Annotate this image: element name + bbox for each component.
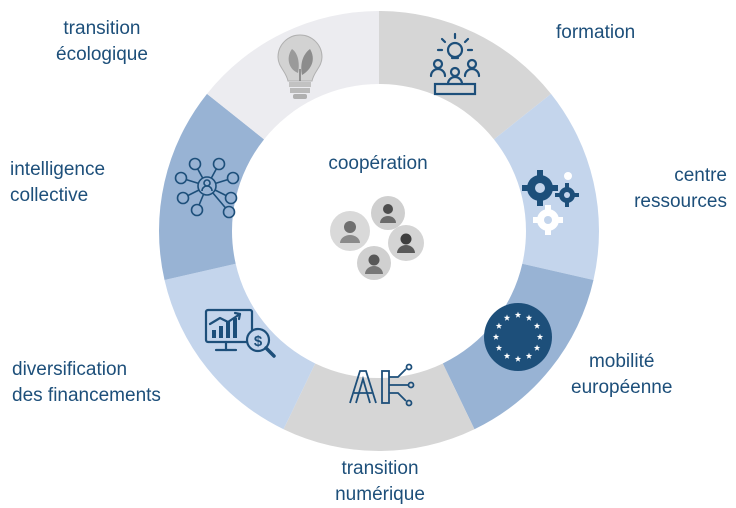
eu-star-icon	[514, 355, 522, 362]
label-transition-numerique: transition numérique	[300, 456, 460, 508]
label-transition-ecologique: transition écologique	[56, 16, 148, 68]
eu-star-icon	[503, 314, 511, 321]
label-line: collective	[10, 185, 89, 206]
gears-icon	[522, 170, 579, 235]
eu-flag-icon	[484, 303, 552, 371]
eu-star-icon	[525, 352, 533, 359]
label-line: des financements	[12, 385, 161, 406]
training-lightbulb-icon	[429, 32, 481, 96]
finance-chart-icon: $	[204, 308, 276, 358]
people-puzzle-icon	[330, 196, 424, 280]
svg-text:$: $	[254, 333, 263, 350]
label-line: diversification	[12, 359, 128, 380]
label-line: ressources	[634, 191, 727, 212]
label-line: européenne	[571, 377, 673, 398]
eu-star-icon	[514, 311, 522, 318]
label-mobilite-europeenne: mobilité européenne	[571, 349, 672, 401]
network-people-icon	[174, 157, 240, 219]
eu-star-icon	[492, 333, 500, 340]
label-line: mobilité	[588, 351, 655, 372]
label-line: transition	[63, 18, 141, 39]
ring-segment-diversification-financements	[164, 263, 316, 430]
label-line: intelligence	[10, 159, 106, 180]
label-centre-ressources: centre ressources	[634, 163, 727, 215]
eu-star-icon	[533, 322, 541, 329]
eu-star-icon	[525, 314, 533, 321]
eu-star-icon	[536, 333, 544, 340]
label-line: numérique	[335, 484, 425, 505]
eu-star-icon	[495, 322, 503, 329]
eu-star-icon	[533, 344, 541, 351]
label-line: transition	[341, 458, 419, 479]
label-line: écologique	[56, 44, 148, 65]
label-diversification-financements: diversification des financements	[12, 357, 161, 409]
ai-circuit-icon	[349, 363, 415, 407]
eco-bulb-icon	[277, 34, 323, 99]
ring-segments	[158, 10, 599, 451]
label-line: centre	[674, 165, 727, 186]
center-title: coopération	[328, 153, 428, 174]
label-intelligence-collective: intelligence collective	[10, 157, 105, 209]
eu-star-icon	[495, 344, 503, 351]
label-formation: formation	[556, 20, 635, 46]
ring-segment-transition-numerique	[283, 363, 475, 451]
label-line: formation	[556, 22, 636, 43]
eu-star-icon	[503, 352, 511, 359]
